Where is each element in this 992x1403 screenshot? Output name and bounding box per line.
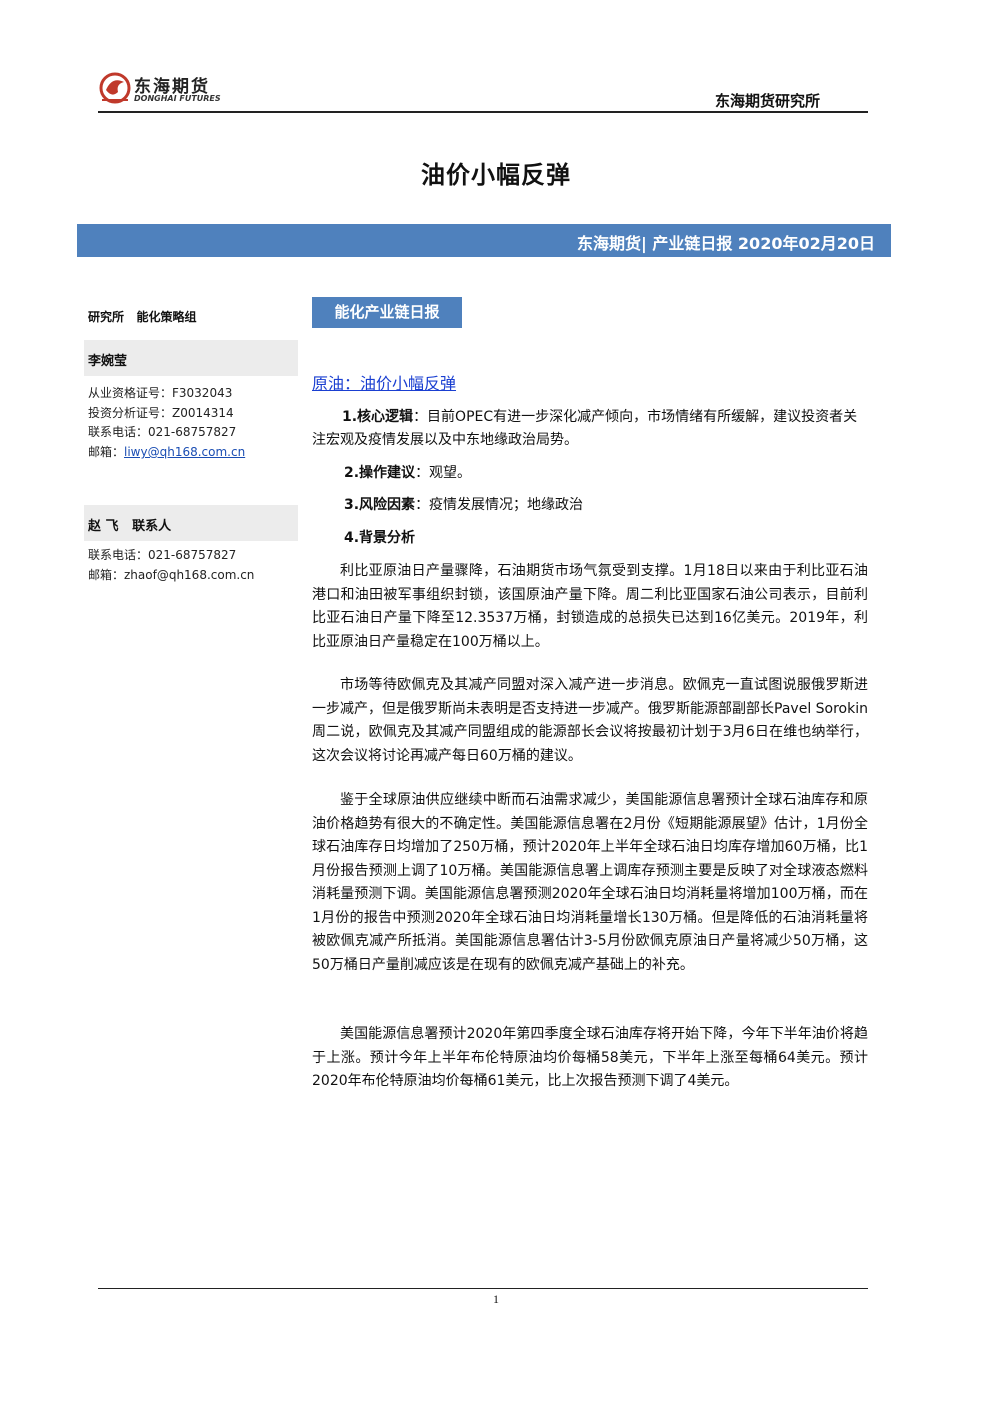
contact-email: 邮箱：liwy@qh168.com.cn xyxy=(88,443,245,460)
footer-divider xyxy=(98,1288,868,1289)
report-banner: 东海期货| 产业链日报 2020年02月20日 xyxy=(77,224,891,257)
analyst-name: 李婉莹 xyxy=(88,354,128,369)
department-label: 研究所 能化策略组 xyxy=(88,310,197,324)
logo-en-text: DONGHAI FUTURES xyxy=(134,94,221,103)
core-logic: 1.核心逻辑：目前OPEC有进一步深化减产倾向，市场情绪有所缓解，建议投资者关注… xyxy=(312,406,868,452)
background-label: 4.背景分析 xyxy=(344,530,416,546)
header-divider xyxy=(98,111,868,113)
contact-name: 赵 飞 联系人 xyxy=(88,519,172,534)
email-link[interactable]: liwy@qh168.com.cn xyxy=(124,445,246,459)
analyst-name-box: 李婉莹 xyxy=(84,340,298,376)
core-logic-label: 1.核心逻辑 xyxy=(342,409,414,425)
qualification-number: 从业资格证号：F3032043 xyxy=(88,386,233,400)
operation-advice-label: 2.操作建议 xyxy=(344,465,416,481)
banner-text: 东海期货| 产业链日报 2020年02月20日 xyxy=(576,234,875,253)
contact-name-box: 赵 飞 联系人 xyxy=(84,505,298,541)
dragon-logo-icon xyxy=(99,72,131,104)
section-tag: 能化产业链日报 xyxy=(312,297,462,328)
risk-factors: 3.风险因素：疫情发展情况；地缘政治 xyxy=(312,494,868,517)
paragraph-opec: 市场等待欧佩克及其减产同盟对深入减产进一步消息。欧佩克一直试图说服俄罗斯进一步减… xyxy=(312,677,868,764)
risk-factors-label: 3.风险因素 xyxy=(344,497,416,513)
investment-cert-number: 投资分析证号：Z0014314 xyxy=(88,406,234,420)
paragraph-eia-forecast: 鉴于全球原油供应继续中断而石油需求减少，美国能源信息署预计全球石油库存和原油价格… xyxy=(312,792,868,973)
email-label: 邮箱： xyxy=(88,445,125,459)
paragraph-libya: 利比亚原油日产量骤降，石油期货市场气氛受到支撑。1月18日以来由于利比亚石油港口… xyxy=(312,563,868,650)
contact2-email: 邮箱：zhaof@qh168.com.cn xyxy=(88,568,255,582)
background-analysis-heading: 4.背景分析 xyxy=(312,527,868,550)
contact2-phone: 联系电话：021-68757827 xyxy=(88,548,237,562)
page-number: 1 xyxy=(493,1292,499,1306)
company-logo: 东海期货 DONGHAI FUTURES xyxy=(98,70,228,110)
report-title: 油价小幅反弹 xyxy=(421,161,571,189)
operation-advice-text: ：观望。 xyxy=(415,465,472,481)
section-title[interactable]: 原油：油价小幅反弹 xyxy=(312,374,457,393)
logo-cn-text: 东海期货 xyxy=(134,77,210,97)
operation-advice: 2.操作建议：观望。 xyxy=(312,462,868,485)
risk-factors-text: ：疫情发展情况；地缘政治 xyxy=(415,497,584,513)
paragraph-price-outlook: 美国能源信息署预计2020年第四季度全球石油库存将开始下降，今年下半年油价将趋于… xyxy=(312,1026,868,1089)
institute-name: 东海期货研究所 xyxy=(714,92,820,110)
core-logic-text: ：目前OPEC有进一步深化减产倾向，市场情绪有所缓解，建议投资者关注宏观及疫情发… xyxy=(312,409,858,448)
contact-phone: 联系电话：021-68757827 xyxy=(88,425,237,439)
